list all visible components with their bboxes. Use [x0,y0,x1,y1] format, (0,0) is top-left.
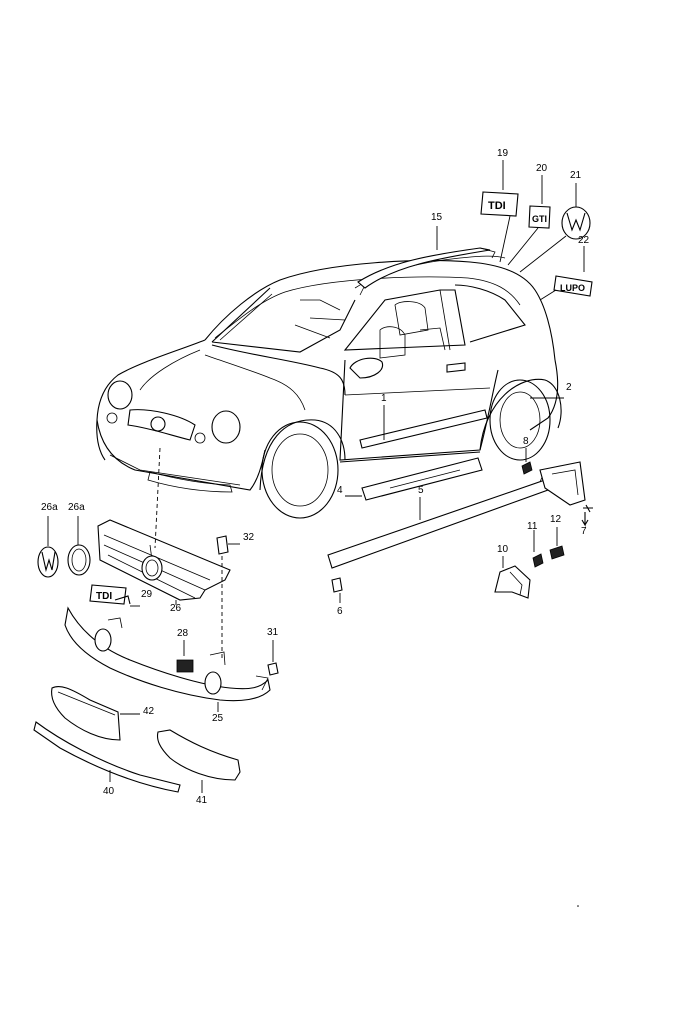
callout-12: 12 [550,514,562,525]
tdi-badge: TDI [480,191,519,217]
callout-31: 31 [267,627,279,638]
callout-20: 20 [536,163,548,174]
callout-5: 5 [418,485,424,496]
sill-decal [361,457,483,501]
vw-badge-front-2 [67,544,91,576]
callout-26a-2: 26a [68,502,85,513]
svg-text:TDI: TDI [488,200,506,212]
sill-clip [331,577,343,593]
callout-10: 10 [497,544,509,555]
stray-dot [577,905,579,907]
callout-15: 15 [431,212,443,223]
roof-moulding [357,247,491,289]
front-parts: TDI [33,447,279,793]
fog-trim-panel [156,729,241,781]
mudflap-bracket [494,565,531,599]
callout-labels: 1 2 4 5 6 7 8 10 11 12 15 19 20 21 22 25… [41,148,590,806]
vw-emblem-rear [561,206,591,240]
callout-4: 4 [337,485,343,496]
callout-40: 40 [103,786,115,797]
callout-32: 32 [243,532,255,543]
callout-41: 41 [196,795,208,806]
callout-28: 28 [177,628,189,639]
grille-clip [216,535,229,555]
callout-11: 11 [527,521,538,532]
callout-26a-1: 26a [41,502,58,513]
callout-42: 42 [143,706,155,717]
callout-29: 29 [141,589,153,600]
front-bumper-cover [64,606,271,702]
lupo-badge: LUPO [553,275,593,297]
callout-26: 26 [170,603,182,614]
bumper-clip [267,662,279,676]
callout-21: 21 [570,170,582,181]
vw-badge-front-1 [37,546,59,578]
sill-cover [327,479,549,569]
lower-grille-insert [51,685,121,741]
bumper-bracket [176,659,194,673]
sill-strip-assembly [327,457,593,599]
sill-end-cap [539,461,586,506]
callout-19: 19 [497,148,509,159]
car-body [96,255,562,519]
svg-text:LUPO: LUPO [560,283,585,293]
svg-text:TDI: TDI [96,591,112,602]
gti-badge: GTI [528,205,551,229]
callout-6: 6 [337,606,343,617]
door-molding [359,409,488,449]
callout-2: 2 [566,382,572,393]
callout-7: 7 [581,526,587,537]
lower-trim-strip [33,721,181,793]
roof-parts: TDI GTI LUPO [357,191,593,301]
leader-lines [47,160,585,793]
grille-tdi-badge: TDI [89,584,127,605]
svg-text:GTI: GTI [532,214,547,224]
callout-1: 1 [381,393,387,404]
radiator-grille [97,519,231,601]
callout-8: 8 [523,436,529,447]
callout-22: 22 [578,235,590,246]
callout-25: 25 [212,713,224,724]
